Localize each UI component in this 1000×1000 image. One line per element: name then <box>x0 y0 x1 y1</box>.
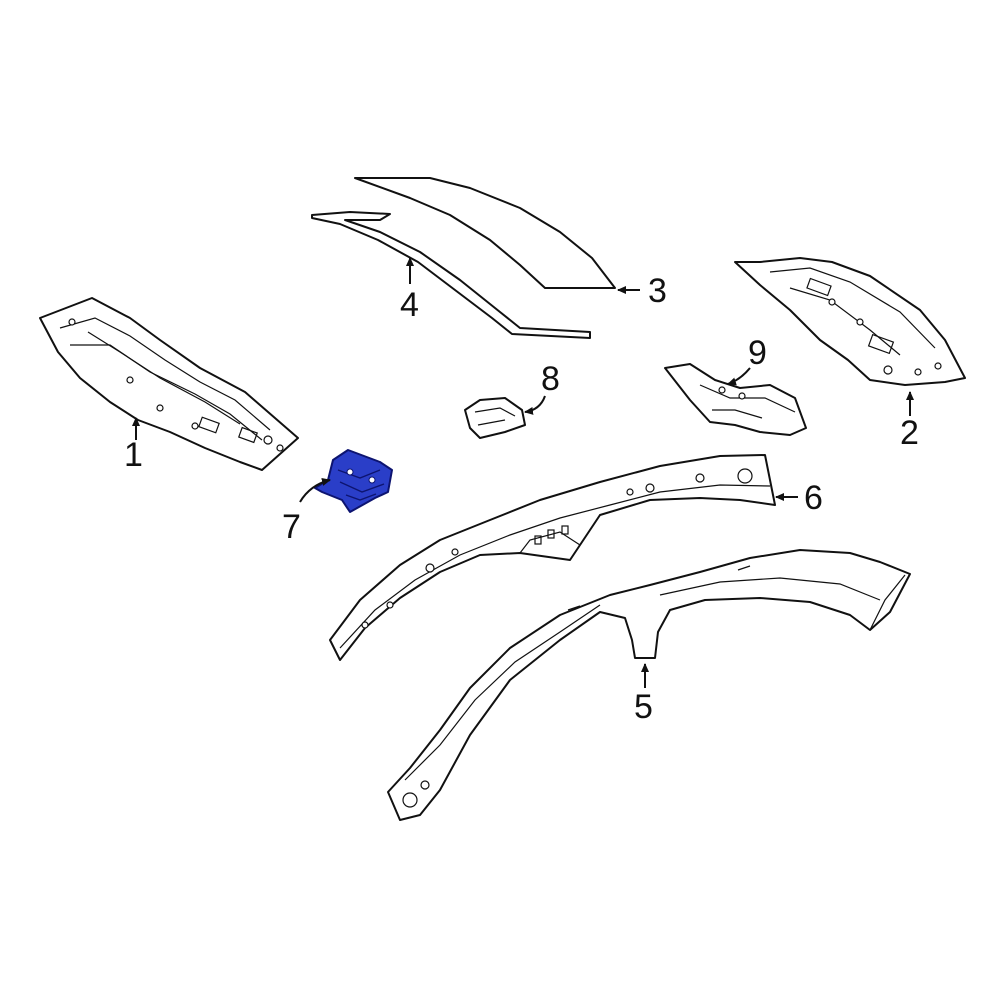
part-2-panel[interactable] <box>734 257 966 386</box>
callout-4: 4 <box>400 286 419 324</box>
callout-labels: 1 2 3 4 5 6 7 8 9 <box>124 272 919 726</box>
part-3-glass[interactable] <box>354 177 616 289</box>
leader-lines <box>132 257 914 688</box>
part-9-bracket[interactable] <box>664 363 807 436</box>
part-4-molding[interactable] <box>311 211 591 339</box>
part-7-bracket-highlighted[interactable] <box>314 449 393 513</box>
leader-7 <box>299 478 331 503</box>
part-8-small-bracket[interactable] <box>464 397 526 439</box>
callout-5: 5 <box>634 688 653 726</box>
callout-6: 6 <box>804 479 823 517</box>
leader-8 <box>524 395 546 415</box>
callout-9: 9 <box>748 334 767 372</box>
callout-2: 2 <box>900 414 919 452</box>
leader-9 <box>727 367 751 386</box>
part-5-rail[interactable] <box>387 549 911 821</box>
callout-3: 3 <box>648 272 667 310</box>
callout-8: 8 <box>541 360 560 398</box>
callout-1: 1 <box>124 436 143 474</box>
callout-7: 7 <box>282 508 301 546</box>
part-1-header-panel[interactable] <box>39 297 299 471</box>
part-6-inner-rail[interactable] <box>329 454 776 661</box>
